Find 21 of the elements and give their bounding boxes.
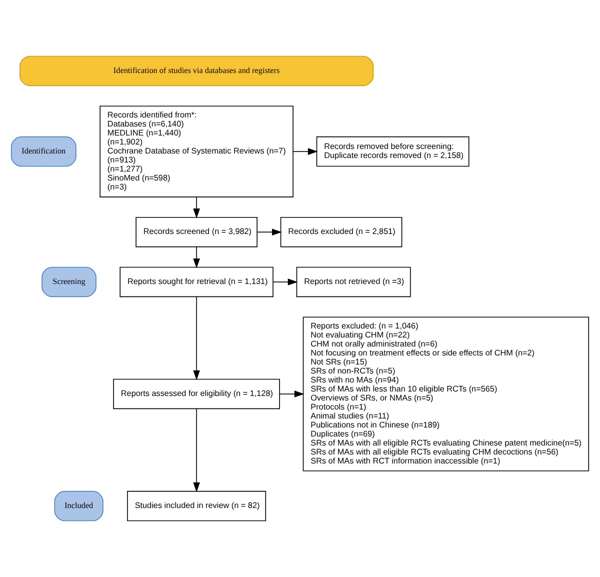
arrow — [272, 278, 298, 286]
arrow — [292, 148, 318, 155]
node-box: Reports excluded: (n = 1,046) Not evaluating CHM (n=22) CHM not orally administrated (n=6) Not focusing on treatment effects or side effects of CHM (n=2) Not SRs (n=15) SRs of non-RCTs (n=5) SRs with no MAs (n=94) SRs of MAs with less than 10 eligible RCTs (n=565) Overviews of SRs, or NMAs (n=5) Protocols (n=1) Animal studies (n=11) Publications not in Chinese (n=189) Duplicates (n=69) SRs of MAs with all eligible RCTs evaluating Chinese patent medicine(n=5) SRs of MAs with all eligible RCTs evaluating CHM decoctions (n=56) SRs of MAs with RCT information inaccessible (n=1) — [302, 316, 590, 472]
node-box: Reports sought for retrieval (n = 1,131) — [120, 266, 274, 298]
arrow — [193, 296, 200, 380]
node-box: Identification — [10, 136, 76, 167]
node-box: Studies included in review (n = 82) — [127, 490, 266, 522]
node-box: Reports not retrieved (n =3) — [296, 266, 411, 298]
arrow — [193, 246, 200, 268]
node-box: Reports assessed for eligibility (n = 1,128) — [113, 378, 280, 410]
arrow — [193, 408, 200, 492]
node-box: Screening — [42, 266, 96, 298]
arrow — [256, 228, 282, 236]
arrow — [279, 390, 304, 398]
node-box: Records excluded (n = 2,851) — [280, 216, 402, 248]
node-box: Records identified from*: Databases (n=6,140) MEDLINE (n=1,440) (n=1,902) Cochrane Database of Systematic Reviews (n=7) (n=913) (n=1,277) SinoMed (n=598) (n=3) — [100, 106, 294, 198]
node-box: Records screened (n = 3,982) — [136, 216, 258, 248]
node-box: Included — [54, 490, 104, 522]
node-box: Identification of studies via databases and registers — [20, 56, 374, 86]
node-box: Records removed before screening: Duplicate records removed (n = 2,158) — [316, 136, 470, 167]
arrow — [193, 196, 200, 218]
